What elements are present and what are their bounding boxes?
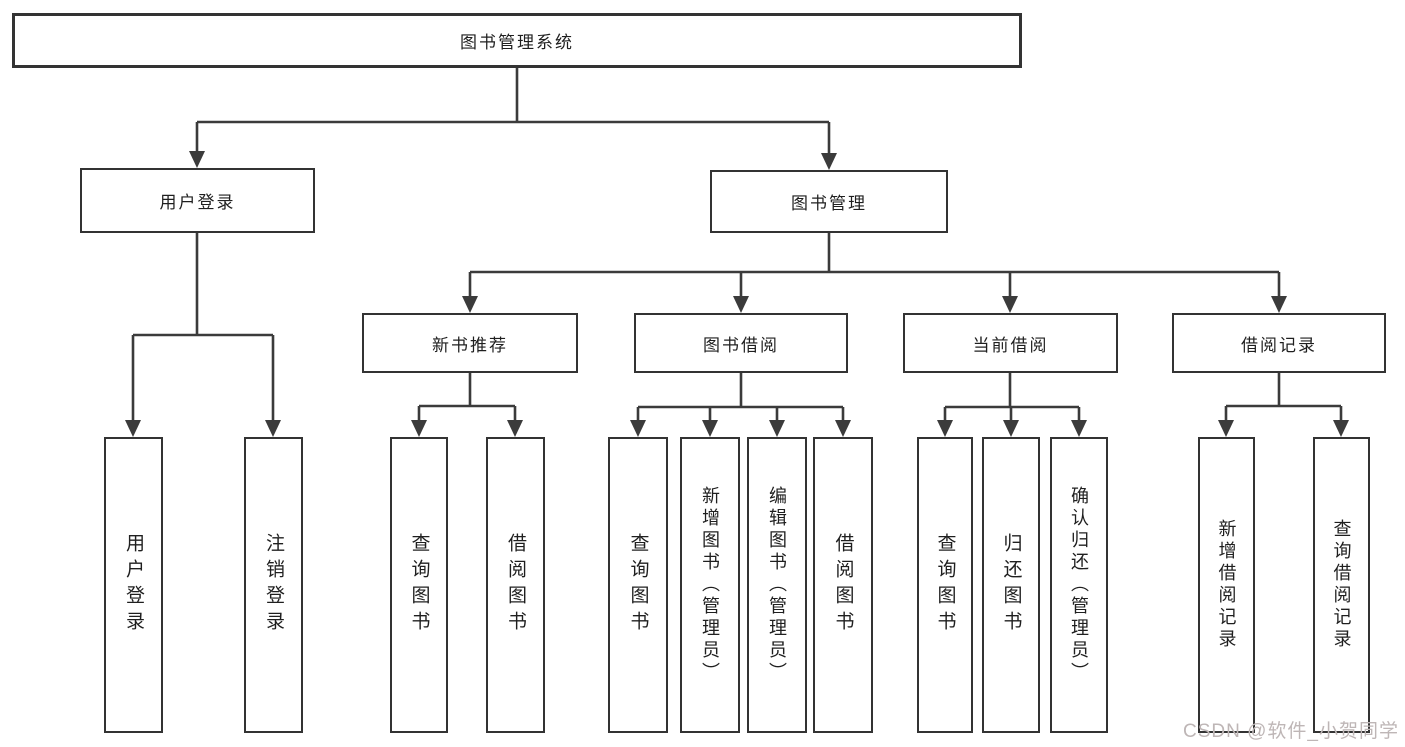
- node-borrowing-records: 借阅记录: [1172, 313, 1386, 373]
- node-book-borrowing: 图书借阅: [634, 313, 848, 373]
- leaf-add-borrow-record-label: 新增借阅记录: [1216, 519, 1237, 651]
- node-borrowing-records-label: 借阅记录: [1241, 335, 1317, 355]
- leaf-return-books-label: 归还图书: [1000, 533, 1022, 637]
- leaf-user-login-label: 用户登录: [123, 533, 144, 637]
- leaf-edit-books-admin: 编辑图书（管理员）: [747, 437, 807, 733]
- leaf-query-borrow-record: 查询借阅记录: [1313, 437, 1370, 733]
- leaf-confirm-return-admin-label: 确认归还（管理员）: [1069, 486, 1089, 684]
- leaf-confirm-return-admin: 确认归还（管理员）: [1050, 437, 1108, 733]
- node-library-system: 图书管理系统: [12, 13, 1022, 68]
- node-user-login: 用户登录: [80, 168, 315, 233]
- leaf-query-borrow-record-label: 查询借阅记录: [1331, 519, 1352, 651]
- node-new-book-recommendation-label: 新书推荐: [432, 335, 508, 355]
- leaf-add-books-admin-label: 新增图书（管理员）: [700, 486, 720, 684]
- node-current-borrowing-label: 当前借阅: [972, 335, 1049, 355]
- node-user-login-label: 用户登录: [159, 193, 236, 212]
- leaf-edit-books-admin-label: 编辑图书（管理员）: [767, 486, 787, 684]
- leaf-borrow-books-1: 借阅图书: [486, 437, 545, 733]
- leaf-query-books-1: 查询图书: [390, 437, 448, 733]
- node-book-management-label: 图书管理: [791, 194, 867, 213]
- leaf-logout-label: 注销登录: [263, 533, 284, 637]
- node-library-system-label: 图书管理系统: [460, 33, 574, 52]
- leaf-query-books-2-label: 查询图书: [627, 533, 649, 637]
- leaf-query-books-1-label: 查询图书: [408, 533, 430, 637]
- leaf-borrow-books-2-label: 借阅图书: [832, 533, 854, 637]
- leaf-user-login: 用户登录: [104, 437, 163, 733]
- node-new-book-recommendation: 新书推荐: [362, 313, 578, 373]
- leaf-query-books-2: 查询图书: [608, 437, 668, 733]
- node-book-management: 图书管理: [710, 170, 948, 233]
- watermark: CSDN @软件_小贺同学: [1183, 721, 1399, 742]
- node-current-borrowing: 当前借阅: [903, 313, 1118, 373]
- leaf-logout: 注销登录: [244, 437, 303, 733]
- leaf-return-books: 归还图书: [982, 437, 1040, 733]
- leaf-add-borrow-record: 新增借阅记录: [1198, 437, 1255, 733]
- node-book-borrowing-label: 图书借阅: [703, 335, 779, 355]
- leaf-query-books-3: 查询图书: [917, 437, 973, 733]
- leaf-borrow-books-2: 借阅图书: [813, 437, 873, 733]
- leaf-add-books-admin: 新增图书（管理员）: [680, 437, 740, 733]
- leaf-borrow-books-1-label: 借阅图书: [505, 533, 526, 637]
- leaf-query-books-3-label: 查询图书: [934, 533, 956, 637]
